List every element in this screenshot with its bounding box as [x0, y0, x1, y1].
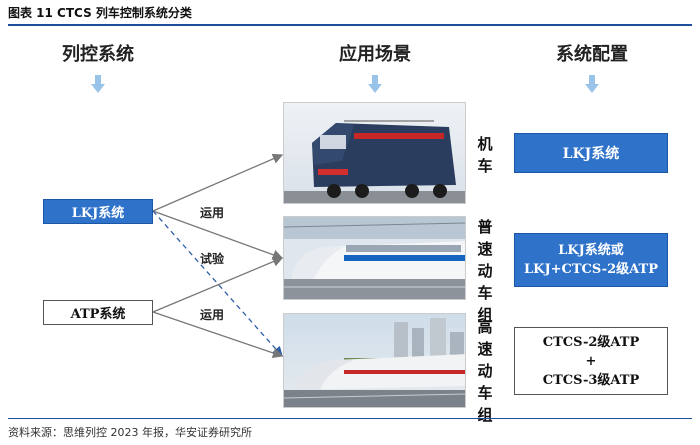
system-box-atp: ATP系统: [43, 300, 153, 325]
header-train-control: 列控系统: [62, 44, 134, 65]
down-arrow-icon: [368, 75, 382, 93]
header-configuration: 系统配置: [556, 44, 628, 65]
edge-lkj-locomotive: [152, 153, 284, 212]
locomotive-photo: [283, 102, 466, 204]
title-divider: [8, 24, 692, 26]
down-arrow-icon: [91, 75, 105, 93]
edge-atp-highspeed: [152, 311, 284, 358]
source-divider: [8, 418, 692, 419]
scenario-label-conventional-emu: 普速动车组: [477, 218, 493, 324]
scenario-label-high-speed-emu: 高速动车组: [477, 318, 493, 424]
source-note: 资料来源：思维列控 2023 年报，华安证券研究所: [8, 426, 252, 439]
scenario-label-locomotive: 机车: [477, 135, 493, 175]
conventional-emu-photo: [283, 216, 466, 300]
down-arrow-icon: [585, 75, 599, 93]
high-speed-emu-photo: [283, 313, 466, 408]
edge-lkj-conventional-emu: [152, 210, 284, 260]
figure-title: 图表 11 CTCS 列车控制系统分类: [8, 6, 192, 20]
system-box-lkj: LKJ系统: [43, 199, 153, 224]
edge-atp-conventional-emu: [152, 256, 284, 313]
edge-label-trial: 试验: [200, 252, 225, 266]
edge-label-use: 运用: [200, 308, 225, 322]
config-box-locomotive: LKJ系统: [514, 133, 668, 173]
config-box-conventional-emu: LKJ系统或 LKJ+CTCS-2级ATP: [514, 233, 668, 287]
edge-label-use: 运用: [200, 206, 225, 220]
config-box-high-speed-emu: CTCS-2级ATP + CTCS-3级ATP: [514, 327, 668, 395]
header-application: 应用场景: [339, 44, 411, 65]
